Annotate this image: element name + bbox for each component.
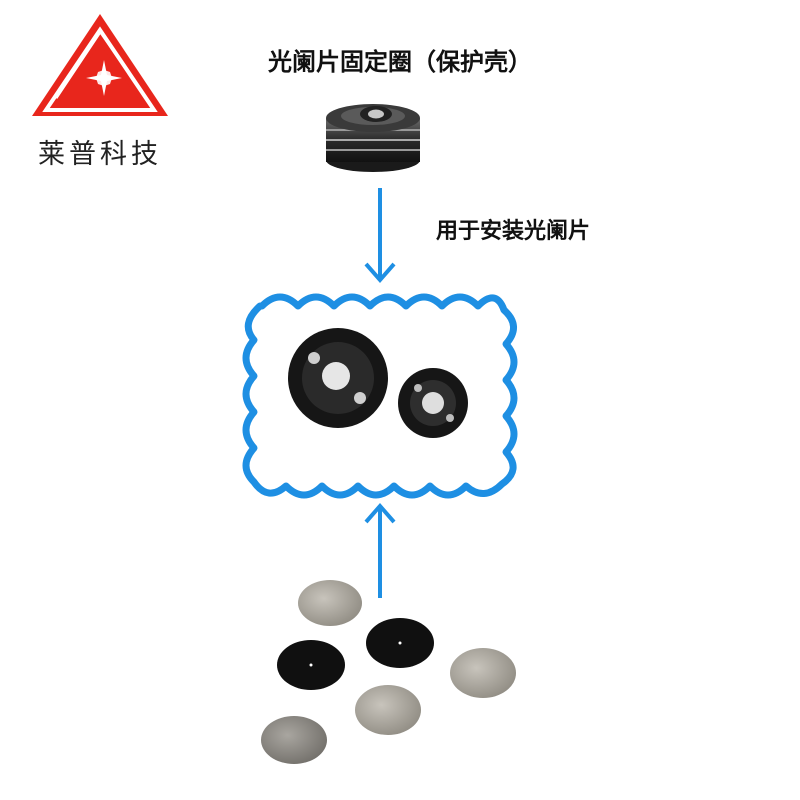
aperture-disc-icon [355,685,421,735]
aperture-holder-icon [326,104,420,172]
brand-logo-icon [32,14,168,116]
aperture-disc-icon [298,580,362,626]
page-title: 光阑片固定圈（保护壳） [268,48,532,76]
aperture-discs [261,580,516,764]
brand-name: 莱普科技 [38,139,162,170]
aperture-disc-icon [450,648,516,698]
assembled-holder-icon [398,368,468,438]
arrow-label: 用于安装光阑片 [436,219,591,244]
assembled-holder-icon [288,328,388,428]
cloud-frame [242,293,518,499]
aperture-disc-icon [261,716,327,764]
arrow-up-icon [364,502,396,598]
arrow-down-icon [364,188,396,284]
